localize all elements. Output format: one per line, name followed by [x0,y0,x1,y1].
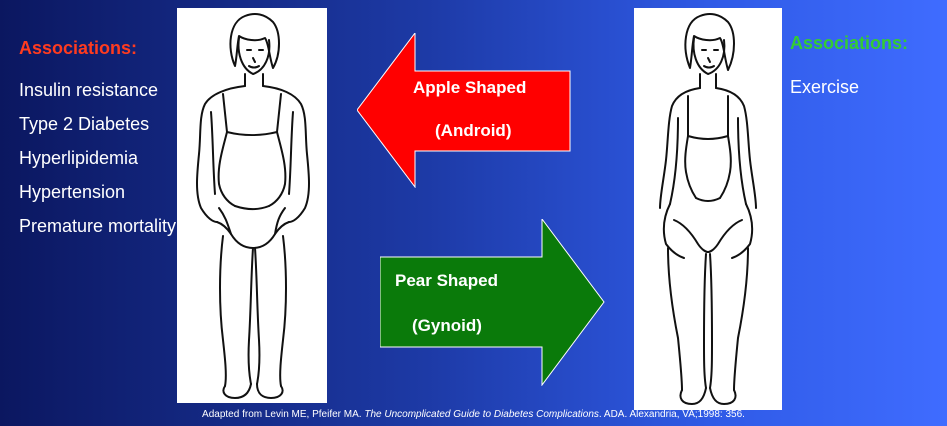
apple-shaped-label: Apple Shaped [413,78,526,98]
pear-body-illustration [634,8,782,410]
list-item: Exercise [790,76,859,98]
apple-body-figure [177,8,327,403]
gynoid-label: (Gynoid) [412,316,482,336]
right-associations-list: Exercise [790,76,859,98]
pear-shaped-arrow: Pear Shaped (Gynoid) [380,219,606,386]
pear-shaped-label: Pear Shaped [395,271,498,291]
citation-book-title: The Uncomplicated Guide to Diabetes Comp… [364,409,599,420]
list-item: Premature mortality [19,215,179,237]
left-arrow-shape [357,33,572,188]
left-associations-title: Associations: [19,38,137,59]
list-item: Hypertension [19,181,179,203]
pear-body-figure [634,8,782,410]
list-item: Hyperlipidemia [19,147,179,169]
right-arrow-shape [380,219,606,386]
list-item: Insulin resistance [19,79,179,101]
citation-prefix: Adapted from Levin ME, Pfeifer MA. [202,409,364,420]
citation-suffix: . ADA. Alexandria, VA;1998: 356. [599,409,745,420]
apple-body-illustration [177,8,327,403]
list-item: Type 2 Diabetes [19,113,179,135]
left-associations-list: Insulin resistance Type 2 Diabetes Hyper… [19,79,179,249]
android-label: (Android) [435,121,511,141]
right-associations-title: Associations: [790,33,908,54]
citation-footnote: Adapted from Levin ME, Pfeifer MA. The U… [0,409,947,420]
apple-shaped-arrow: Apple Shaped (Android) [357,33,572,188]
